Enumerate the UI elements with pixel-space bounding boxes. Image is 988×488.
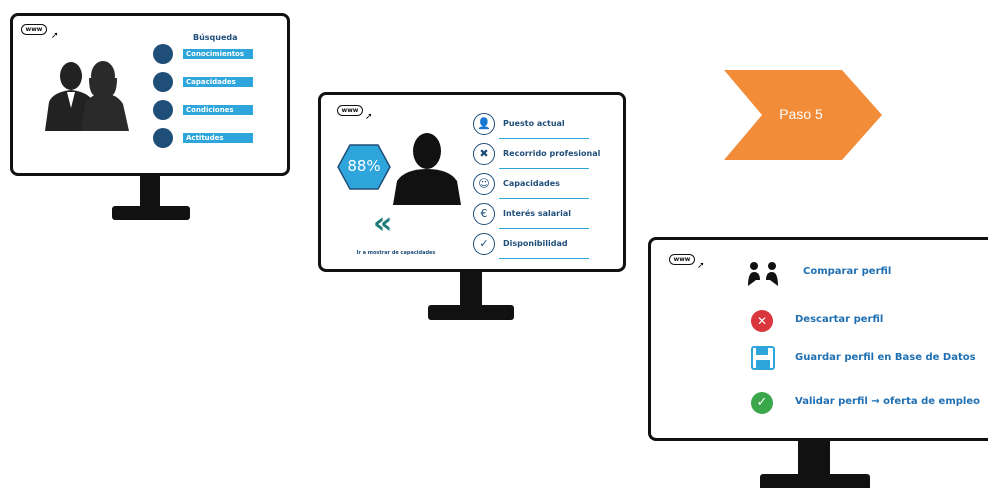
divider — [499, 198, 589, 199]
www-badge: www — [669, 254, 695, 265]
monitor-stand — [460, 272, 482, 308]
chevron-double-left-icon[interactable]: « — [373, 206, 393, 241]
action-save[interactable]: Guardar perfil en Base de Datos — [745, 346, 988, 372]
match-hexagon — [337, 144, 391, 190]
cursor-icon: ➚ — [697, 260, 705, 270]
action-label: Descartar perfil — [795, 314, 884, 325]
check-icon: ✓ — [751, 392, 773, 414]
search-row[interactable]: Actitudes — [153, 128, 263, 148]
action-discard[interactable]: ✕ Descartar perfil — [745, 308, 985, 334]
search-field[interactable]: Actitudes — [183, 133, 253, 143]
www-badge: www — [337, 105, 363, 116]
profile-item-label: Capacidades — [503, 179, 560, 188]
profile-item[interactable]: ✖ Recorrido profesional — [473, 141, 600, 171]
search-field[interactable]: Conocimientos — [183, 49, 253, 59]
search-field[interactable]: Capacidades — [183, 77, 253, 87]
cursor-icon: ➚ — [365, 111, 373, 121]
divider — [499, 228, 589, 229]
step-arrow — [724, 70, 882, 160]
profile-item-label: Recorrido profesional — [503, 149, 601, 158]
people-silhouette-icon — [45, 61, 129, 131]
discard-icon: ✕ — [751, 310, 773, 332]
check-circle-icon: ✓ — [473, 233, 495, 255]
monitor-actions: www ➚ Comparar perfil ✕ Descartar perfil… — [648, 237, 988, 441]
profile-item-label: Interés salarial — [503, 209, 571, 218]
person-silhouette-icon — [393, 133, 461, 205]
back-link[interactable]: Ir a mostrar de capacidades — [356, 250, 436, 256]
action-label: Validar perfil → oferta de empleo — [795, 396, 980, 407]
monitor-profile: www ➚ 88% « Ir a mostrar de capacidades … — [318, 92, 626, 272]
match-percent: 88% — [347, 157, 381, 175]
profile-item-label: Puesto actual — [503, 119, 565, 128]
monitor-base — [760, 474, 870, 488]
person-icon: 👤 — [473, 113, 495, 135]
action-label: Comparar perfil — [803, 266, 892, 277]
cursor-icon: ➚ — [51, 30, 59, 40]
profile-item-label: Disponibilidad — [503, 239, 568, 248]
search-row[interactable]: Capacidades — [153, 72, 263, 92]
search-field[interactable]: Condiciones — [183, 105, 253, 115]
search-icon[interactable] — [153, 128, 173, 148]
divider — [499, 258, 589, 259]
floppy-disk-icon — [751, 346, 775, 370]
profile-item[interactable]: € Interés salarial — [473, 201, 591, 231]
www-badge: www — [21, 24, 47, 35]
divider — [499, 168, 589, 169]
search-category-title: Búsqueda — [193, 33, 238, 42]
monitor-base — [112, 206, 190, 220]
profile-item[interactable]: 👤 Puesto actual — [473, 111, 591, 141]
head-gears-icon: ☺ — [473, 173, 495, 195]
search-row[interactable]: Condiciones — [153, 100, 263, 120]
tools-icon: ✖ — [473, 143, 495, 165]
action-validate[interactable]: ✓ Validar perfil → oferta de empleo — [745, 390, 988, 416]
monitor-search: www ➚ Búsqueda Conocimientos Capacidades… — [10, 13, 290, 176]
search-icon[interactable] — [153, 44, 173, 64]
profile-item[interactable]: ✓ Disponibilidad — [473, 231, 591, 261]
divider — [499, 138, 589, 139]
compare-profiles-icon — [748, 262, 778, 286]
action-compare[interactable]: Comparar perfil — [745, 260, 985, 286]
profile-item[interactable]: ☺ Capacidades — [473, 171, 591, 201]
step-label: Paso 5 — [779, 106, 823, 122]
search-icon[interactable] — [153, 72, 173, 92]
monitor-stand — [798, 441, 830, 475]
euro-icon: € — [473, 203, 495, 225]
monitor-base — [428, 305, 514, 320]
search-row[interactable]: Conocimientos — [153, 44, 263, 64]
search-icon[interactable] — [153, 100, 173, 120]
monitor-stand — [140, 176, 160, 208]
action-label: Guardar perfil en Base de Datos — [795, 352, 976, 363]
